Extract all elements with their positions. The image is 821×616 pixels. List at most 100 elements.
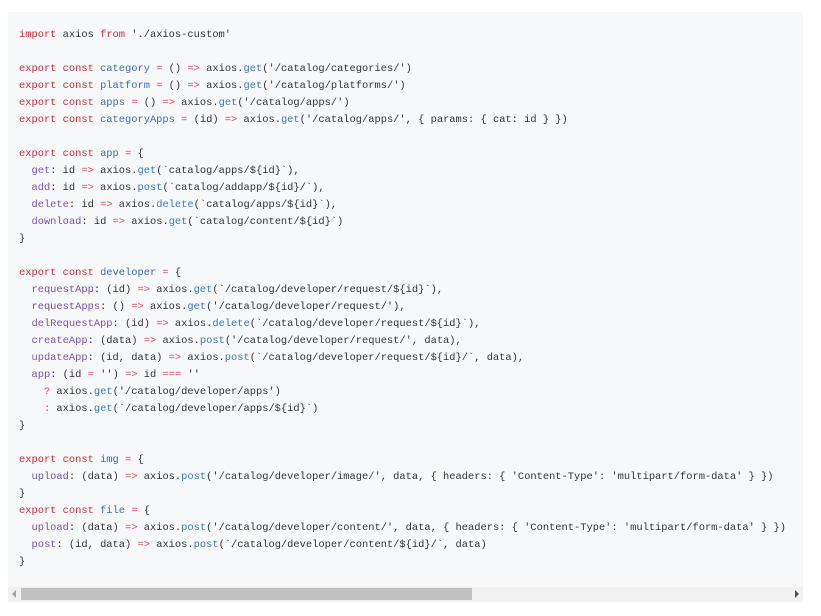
code-token: : id <box>50 165 82 177</box>
code-token: : (data) <box>68 471 126 483</box>
code-line: get: id => axios.get(`catalog/apps/${id}… <box>19 163 786 180</box>
code-token: axios. <box>149 539 194 551</box>
code-token: '' <box>181 369 200 381</box>
code-line: createApp: (data) => axios.post('/catalo… <box>19 333 786 350</box>
code-token: } <box>19 488 26 500</box>
code-token: delRequestApp <box>19 318 113 330</box>
code-token: file <box>100 505 126 517</box>
code-token: } <box>19 233 26 245</box>
code-token: => <box>187 80 200 92</box>
code-token: get <box>187 301 207 313</box>
code-token: axios. <box>149 284 194 296</box>
scroll-right-arrow-icon[interactable] <box>795 590 799 598</box>
code-token: './axios-custom' <box>125 29 232 41</box>
code-token: add <box>19 182 51 194</box>
scroll-left-arrow-icon[interactable] <box>12 590 16 598</box>
code-token: get <box>168 216 188 228</box>
code-token: = <box>149 80 169 92</box>
code-token: categoryApps <box>100 114 175 126</box>
code-line: } <box>19 554 786 571</box>
code-token: '' <box>93 369 113 381</box>
code-token: platform <box>100 80 150 92</box>
code-token: updateApp <box>19 352 88 364</box>
code-token: post <box>181 522 207 534</box>
code-line: export const categoryApps = (id) => axio… <box>19 112 786 129</box>
code-token: (`/catalog/developer/request/${id}`), <box>249 318 481 330</box>
code-token: ('/catalog/developer/content/', data, { … <box>206 522 787 534</box>
code-token: : (data) <box>68 522 126 534</box>
code-token: ('/catalog/developer/request/'), <box>206 301 406 313</box>
code-token: = <box>125 505 144 517</box>
code-token: ('/catalog/developer/request/', data), <box>224 335 462 347</box>
code-token: : (id, data) <box>87 352 169 364</box>
code-token: get <box>280 114 300 126</box>
code-token: => <box>168 352 182 364</box>
code-token: requestApp <box>19 284 94 296</box>
code-token: axios. <box>181 352 225 364</box>
code-line: post: (id, data) => axios.post(`/catalog… <box>19 537 786 554</box>
code-line: export const platform = () => axios.get(… <box>19 78 786 95</box>
code-line <box>19 248 786 265</box>
code-token: () <box>168 63 188 75</box>
code-token: => <box>125 471 138 483</box>
code-line: import axios from './axios-custom' <box>19 27 786 44</box>
code-line: export const app = { <box>19 146 786 163</box>
code-token: () <box>143 97 163 109</box>
code-token: get <box>137 165 157 177</box>
code-line: delete: id => axios.delete(`catalog/apps… <box>19 197 786 214</box>
code-token: delete <box>19 199 69 211</box>
code-token: : <box>19 403 51 415</box>
code-token: get <box>93 386 113 398</box>
code-token: : id <box>50 182 82 194</box>
code-token: => <box>112 216 126 228</box>
code-token: (`catalog/addapp/${id}/`), <box>162 182 325 194</box>
code-token: { <box>174 267 182 279</box>
code-token: ('/catalog/categories/') <box>262 63 412 75</box>
code-token: { <box>137 148 144 160</box>
code-token: post <box>137 182 163 194</box>
code-token: category <box>100 63 150 75</box>
code-token: = <box>149 63 169 75</box>
code-token: (`/catalog/developer/request/${id}/`, da… <box>249 352 525 364</box>
code-token: : (data) <box>87 335 144 347</box>
code-token: (`catalog/apps/${id}`), <box>193 199 338 211</box>
code-content: import axios from './axios-custom' export… <box>19 27 786 571</box>
code-token: = <box>118 454 138 466</box>
code-line <box>19 129 786 146</box>
code-token: } <box>19 556 26 568</box>
code-token: ('/catalog/platforms/') <box>262 80 406 92</box>
code-token: => <box>100 199 113 211</box>
code-token: export const <box>19 267 101 279</box>
code-token: post <box>224 352 250 364</box>
code-token: export const <box>19 148 101 160</box>
code-token: axios. <box>137 471 182 483</box>
code-line: upload: (data) => axios.post('/catalog/d… <box>19 520 786 537</box>
code-token: (`catalog/content/${id}`) <box>187 216 344 228</box>
code-token: => <box>81 165 94 177</box>
code-line: } <box>19 418 786 435</box>
code-token: ('/catalog/developer/apps') <box>112 386 281 398</box>
code-token: upload <box>19 522 69 534</box>
code-token: axios. <box>174 97 219 109</box>
scrollbar-thumb[interactable] <box>21 588 472 600</box>
code-token: : () <box>100 301 132 313</box>
code-token: img <box>100 454 119 466</box>
horizontal-scrollbar[interactable] <box>8 587 803 601</box>
code-token: } <box>19 420 26 432</box>
code-token: => <box>125 369 138 381</box>
code-token: export const <box>19 97 101 109</box>
code-token: delete <box>212 318 250 330</box>
code-token: axios. <box>143 301 188 313</box>
code-token: => <box>125 522 138 534</box>
code-token: (id) <box>193 114 225 126</box>
code-token: createApp <box>19 335 88 347</box>
code-token: => <box>137 539 150 551</box>
code-line: export const apps = () => axios.get('/ca… <box>19 95 786 112</box>
code-line: app: (id = '') => id === '' <box>19 367 786 384</box>
code-token: developer <box>100 267 157 279</box>
code-token: => <box>162 97 175 109</box>
code-token: post <box>199 335 225 347</box>
code-token: : (id) <box>112 318 157 330</box>
code-token: delete <box>156 199 194 211</box>
code-token: = <box>174 114 194 126</box>
